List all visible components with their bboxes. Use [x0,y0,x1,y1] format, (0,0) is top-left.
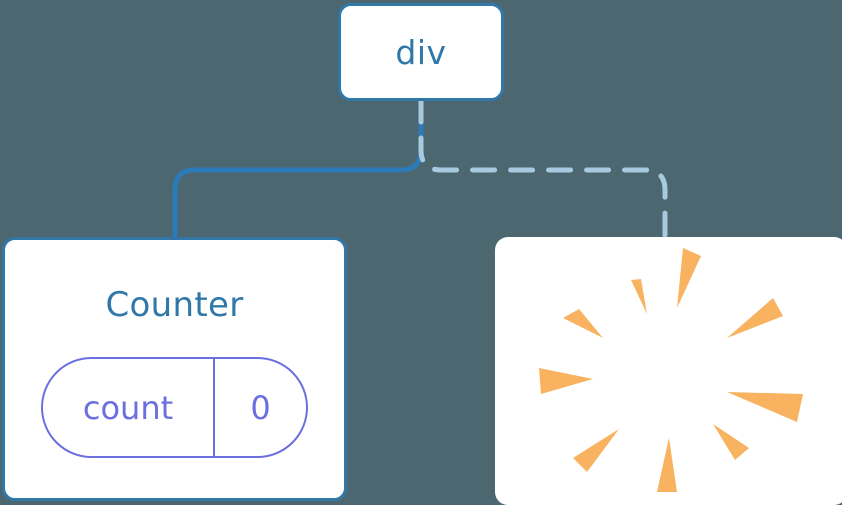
sparkle-ray [727,298,783,338]
sparkle-ray [573,429,619,472]
sparkle-ray [727,392,803,422]
sparkle-ray [563,309,603,338]
edge-div-to-sparkle [418,97,668,242]
node-counter-label: Counter [105,285,244,325]
node-div-label: div [395,32,447,72]
node-counter[interactable]: Counter count 0 [2,237,347,501]
state-pill[interactable]: count 0 [41,357,308,458]
sparkle-ray [713,424,749,460]
sparkle-burst-icon [539,248,803,492]
node-div[interactable]: div [338,3,504,101]
sparkle-ray [539,368,593,394]
sparkle-ray [631,279,647,314]
state-key-label: count [43,359,215,456]
edge-div-to-counter [172,97,424,242]
sparkle-rays [539,248,803,492]
sparkle-ray [657,438,677,492]
state-value-label: 0 [250,388,271,427]
node-render-burst[interactable] [495,237,842,505]
sparkle-ray [677,248,701,308]
